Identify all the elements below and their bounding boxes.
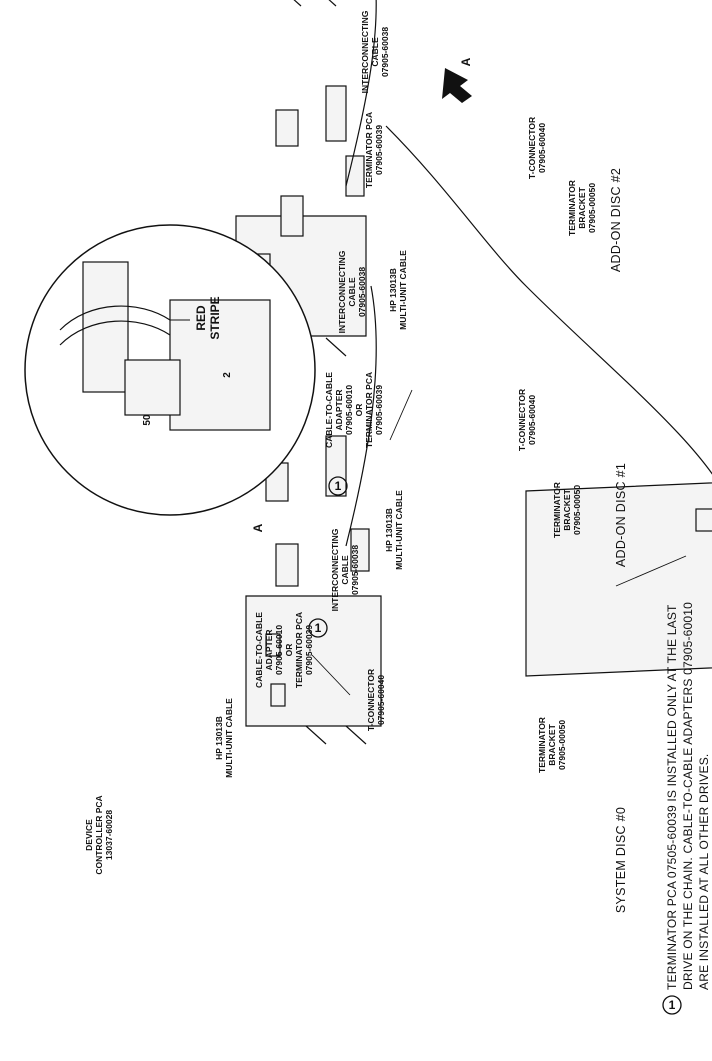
system-disc-0 [245, 435, 382, 745]
detail-view-a: RED STRIPE 50 2 A [24, 224, 316, 532]
cable-0-label: HP 13013B MULTI-UNIT CABLE [384, 490, 404, 570]
add-on-disc-2-caption: ADD-ON DISC #2 [609, 168, 623, 272]
callout-marker [328, 476, 348, 496]
add-on-disc-1-caption: ADD-ON DISC #1 [614, 463, 628, 567]
svg-text:ADAPTER: ADAPTER [264, 629, 274, 670]
svg-text:INTERCONNECTING: INTERCONNECTING [330, 528, 340, 611]
bracket-2-label: TERMINATOR BRACKET 07905-00050 [567, 180, 597, 236]
svg-text:INTERCONNECTING: INTERCONNECTING [360, 10, 370, 93]
svg-text:HP 13013B: HP 13013B [384, 508, 394, 552]
footnote-line-2: DRIVE ON THE CHAIN. CABLE-TO-CABLE ADAPT… [681, 602, 695, 990]
svg-text:TERMINATOR: TERMINATOR [537, 717, 547, 773]
t-connector-0-label: T-CONNECTOR 07905-60040 [366, 669, 386, 731]
system-disc-0-caption: SYSTEM DISC #0 [614, 807, 628, 913]
svg-text:07905-60039: 07905-60039 [304, 625, 314, 675]
svg-text:07905-00050: 07905-00050 [557, 720, 567, 770]
svg-text:07905-00050: 07905-00050 [587, 183, 597, 233]
svg-text:07905-60038: 07905-60038 [357, 267, 367, 317]
svg-text:INTERCONNECTING: INTERCONNECTING [337, 250, 347, 333]
svg-text:T-CONNECTOR: T-CONNECTOR [366, 669, 376, 731]
interconnect-2-label: INTERCONNECTING CABLE 07905-60038 [360, 10, 390, 93]
svg-text:TERMINATOR: TERMINATOR [552, 482, 562, 538]
red-stripe-label: RED [194, 305, 208, 331]
svg-text:T-CONNECTOR: T-CONNECTOR [527, 117, 537, 179]
footnote-line-1: TERMINATOR PCA 07505-60039 IS INSTALLED … [665, 604, 679, 990]
svg-text:07905-60040: 07905-60040 [537, 123, 547, 173]
svg-text:MULTI-UNIT CABLE: MULTI-UNIT CABLE [224, 698, 234, 778]
view-a-arrow: A [442, 57, 473, 103]
svg-text:CABLE: CABLE [370, 37, 380, 67]
cable-1-label: HP 13013B MULTI-UNIT CABLE [388, 250, 408, 330]
svg-text:07905-60038: 07905-60038 [350, 545, 360, 595]
svg-text:07905-60040: 07905-60040 [527, 395, 537, 445]
svg-text:BRACKET: BRACKET [577, 186, 587, 228]
t-connector-2-label: T-CONNECTOR 07905-60040 [527, 117, 547, 179]
callout-marker [308, 618, 328, 638]
callout-number: 1 [315, 621, 322, 635]
svg-text:CABLE: CABLE [340, 555, 350, 585]
svg-text:OR: OR [284, 644, 294, 657]
svg-text:CABLE-TO-CABLE: CABLE-TO-CABLE [254, 612, 264, 688]
footnote-marker: 1 [669, 998, 676, 1012]
svg-text:07905-60010: 07905-60010 [274, 625, 284, 675]
svg-text:MULTI-UNIT CABLE: MULTI-UNIT CABLE [394, 490, 404, 570]
add-on-disc-2 [280, 0, 337, 7]
svg-text:13037-60028: 13037-60028 [104, 810, 114, 860]
svg-text:TERMINATOR PCA: TERMINATOR PCA [294, 612, 304, 688]
svg-text:CABLE-TO-CABLE: CABLE-TO-CABLE [324, 372, 334, 448]
main-cable-label: HP 13013B MULTI-UNIT CABLE [214, 698, 234, 778]
adapter-0-label: CABLE-TO-CABLE ADAPTER 07905-60010 OR TE… [254, 612, 314, 688]
adapter-1-label: CABLE-TO-CABLE ADAPTER 07905-60010 OR TE… [324, 372, 384, 448]
terminator-2-label: TERMINATOR PCA 07905-60039 [364, 112, 384, 188]
footnote: 1 TERMINATOR PCA 07505-60039 IS INSTALLE… [662, 602, 711, 1015]
svg-text:07905-60038: 07905-60038 [380, 27, 390, 77]
svg-text:07905-60039: 07905-60039 [374, 125, 384, 175]
svg-text:07905-60040: 07905-60040 [376, 675, 386, 725]
red-stripe-label: STRIPE [208, 296, 222, 339]
svg-text:CONTROLLER PCA: CONTROLLER PCA [94, 795, 104, 874]
interconnect-0-label: INTERCONNECTING CABLE 07905-60038 [330, 528, 360, 611]
svg-text:07905-60010: 07905-60010 [344, 385, 354, 435]
svg-text:A: A [459, 57, 473, 66]
svg-text:07905-60039: 07905-60039 [374, 385, 384, 435]
svg-text:BRACKET: BRACKET [562, 488, 572, 530]
pin-50-label: 50 [142, 414, 153, 426]
svg-text:ADAPTER: ADAPTER [334, 389, 344, 430]
callout-number: 1 [335, 479, 342, 493]
main-multi-unit-cable [385, 125, 712, 507]
footnote-line-3: ARE INSTALLED AT ALL OTHER DRIVES. [697, 754, 711, 990]
view-a-label: A [251, 523, 265, 532]
svg-text:HP 13013B: HP 13013B [388, 268, 398, 312]
pin-2-label: 2 [222, 372, 233, 378]
device-controller-pca [525, 480, 712, 677]
svg-text:TERMINATOR PCA: TERMINATOR PCA [364, 372, 374, 448]
svg-text:OR: OR [354, 404, 364, 417]
device-controller-label: DEVICE CONTROLLER PCA 13037-60028 [84, 795, 114, 874]
svg-text:BRACKET: BRACKET [547, 723, 557, 765]
svg-text:MULTI-UNIT CABLE: MULTI-UNIT CABLE [398, 250, 408, 330]
svg-text:TERMINATOR PCA: TERMINATOR PCA [364, 112, 374, 188]
svg-text:07905-00050: 07905-00050 [572, 485, 582, 535]
svg-text:T-CONNECTOR: T-CONNECTOR [517, 389, 527, 451]
interconnect-1-label: INTERCONNECTING CABLE 07905-60038 [337, 250, 367, 333]
svg-text:CABLE: CABLE [347, 277, 357, 307]
bracket-1-label: TERMINATOR BRACKET 07905-00050 [552, 482, 582, 538]
t-connector-1-label: T-CONNECTOR 07905-60040 [517, 389, 537, 451]
svg-text:TERMINATOR: TERMINATOR [567, 180, 577, 236]
svg-text:HP 13013B: HP 13013B [214, 716, 224, 760]
svg-text:DEVICE: DEVICE [84, 819, 94, 851]
bracket-0-label: TERMINATOR BRACKET 07905-00050 [537, 717, 567, 773]
